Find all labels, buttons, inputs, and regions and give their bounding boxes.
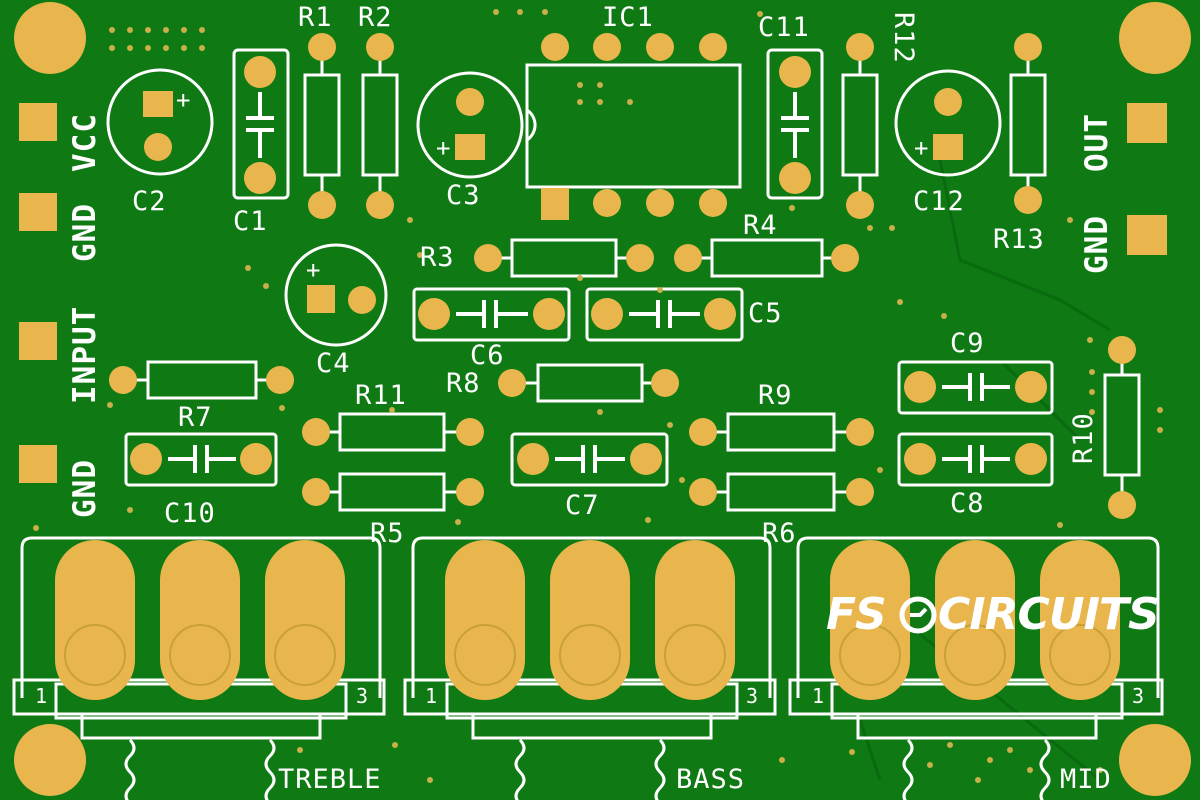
logo-text-circuits: CIRCUITS <box>938 589 1160 640</box>
label-c2: C2 <box>132 186 167 217</box>
label-gnd-bottom: GND <box>67 459 103 518</box>
label-c1: C1 <box>233 206 268 237</box>
mounting-holes <box>14 2 1191 796</box>
pad-input <box>19 322 57 360</box>
label-ic1: IC1 <box>602 2 654 33</box>
label-r6: R6 <box>762 518 797 549</box>
label-r3: R3 <box>420 242 455 273</box>
label-c6: C6 <box>470 340 505 371</box>
polarity-mark-c4: + <box>306 256 322 284</box>
label-vcc: VCC <box>67 113 103 172</box>
label-r11: R11 <box>355 380 407 411</box>
label-r13: R13 <box>993 224 1045 255</box>
ic1-package <box>525 33 742 220</box>
label-c4: C4 <box>316 348 351 379</box>
mounting-hole-bottom-left <box>14 724 86 796</box>
resistors-horizontal <box>123 238 860 512</box>
label-r1: R1 <box>298 2 333 33</box>
label-input: INPUT <box>67 305 103 404</box>
label-c12: C12 <box>913 186 965 217</box>
cap-c2-outline <box>106 68 214 176</box>
mounting-hole-top-left <box>14 2 86 74</box>
label-c11: C11 <box>758 12 810 43</box>
label-out: OUT <box>1079 113 1115 172</box>
mounting-hole-top-right <box>1119 2 1191 74</box>
ceramic-caps-vertical <box>232 48 824 200</box>
label-r2: R2 <box>358 2 393 33</box>
vias <box>33 9 1163 783</box>
bass-pin-1: 1 <box>425 684 439 708</box>
resistor-horizontal-pads <box>109 244 874 506</box>
label-c5: C5 <box>748 298 783 329</box>
label-r10: R10 <box>1068 412 1099 464</box>
bass-pin-3: 3 <box>746 684 760 708</box>
label-r5: R5 <box>370 518 405 549</box>
polarity-mark-c2: + <box>176 86 192 114</box>
mounting-hole-bottom-right <box>1119 724 1191 796</box>
logo-chip-icon <box>899 596 937 634</box>
label-r12: R12 <box>888 12 919 64</box>
treble-pin-3: 3 <box>356 684 370 708</box>
label-r4: R4 <box>743 210 778 241</box>
fs-circuits-logo: FS CIRCUITS <box>826 589 1160 641</box>
cap-c4-outline <box>284 243 388 347</box>
electrolytic-caps <box>106 68 1002 347</box>
label-mid: MID <box>1060 764 1112 795</box>
polarity-mark-c3: + <box>436 134 452 162</box>
label-r7: R7 <box>178 402 213 433</box>
label-c3: C3 <box>446 180 481 211</box>
logo-text-fs: FS <box>826 589 887 640</box>
mid-pin-1: 1 <box>812 684 826 708</box>
label-gnd-right: GND <box>1079 215 1115 274</box>
label-c9: C9 <box>950 328 985 359</box>
label-r9: R9 <box>758 380 793 411</box>
electrolytic-cap-pads <box>143 88 963 314</box>
label-bass: BASS <box>676 764 746 795</box>
label-gnd-top: GND <box>67 203 103 262</box>
connector-pads <box>19 103 1167 483</box>
cap-c3-outline <box>416 71 524 179</box>
resistors-vertical <box>303 50 1141 505</box>
label-c10: C10 <box>164 498 216 529</box>
polarity-mark-c12: + <box>914 134 930 162</box>
label-c7: C7 <box>565 490 600 521</box>
pad-gnd-top <box>19 193 57 231</box>
label-r8: R8 <box>446 368 481 399</box>
mid-pin-3: 3 <box>1132 684 1146 708</box>
pad-gnd-right <box>1127 215 1167 255</box>
pad-gnd-bottom <box>19 445 57 483</box>
label-treble: TREBLE <box>278 764 382 795</box>
cap-c12-outline <box>894 69 1002 177</box>
resistor-vertical-pads <box>308 33 1136 519</box>
pad-vcc <box>19 103 57 141</box>
potentiometer-treble <box>12 536 386 800</box>
ceramic-caps-horizontal <box>124 287 1054 487</box>
potentiometer-bass <box>403 536 777 800</box>
treble-pin-1: 1 <box>35 684 49 708</box>
pad-out <box>1127 103 1167 143</box>
potentiometer-mid <box>788 536 1164 800</box>
label-c8: C8 <box>950 488 985 519</box>
